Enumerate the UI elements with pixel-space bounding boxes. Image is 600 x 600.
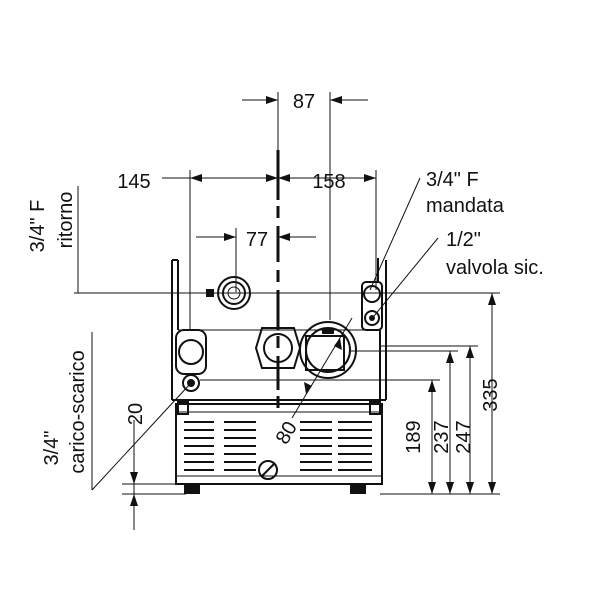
valvola-name-label: valvola sic. <box>446 257 544 279</box>
callout-valvola: 1/2" valvola sic. <box>373 229 544 317</box>
carico-size-label: 3/4" <box>41 431 63 466</box>
dimension-87: 87 <box>242 91 368 320</box>
ritorno-name-label: ritorno <box>55 192 77 249</box>
dim-145-label: 145 <box>117 171 150 193</box>
vent-grille-3 <box>300 421 332 471</box>
dimension-77: 77 <box>196 228 316 292</box>
vent-grille-2 <box>224 421 256 471</box>
vent-grilles <box>184 421 372 480</box>
center-fitting-icon <box>254 327 302 369</box>
ritorno-size-label: 3/4" F <box>27 200 49 253</box>
vent-grille-4 <box>338 421 372 471</box>
mandata-name-label: mandata <box>426 195 505 217</box>
dimension-80: 80 <box>272 317 353 448</box>
left-pipe-icon <box>175 329 207 375</box>
carico-name-label: carico-scarico <box>67 350 89 473</box>
dimension-247: 247 <box>380 345 478 494</box>
vent-grille-1 <box>184 421 214 471</box>
dimension-189: 189 <box>200 379 440 494</box>
dimension-237: 237 <box>350 350 458 494</box>
dim-189-label: 189 <box>403 420 425 453</box>
dim-80-label: 80 <box>272 418 302 448</box>
callout-ritorno: 3/4" F ritorno <box>27 186 79 293</box>
dim-247-label: 247 <box>453 420 475 453</box>
dim-87-label: 87 <box>293 91 315 113</box>
dimension-145: 145 <box>117 170 278 330</box>
dimension-158: 158 <box>278 170 377 290</box>
dimension-335: 335 <box>74 292 502 494</box>
callout-carico: 3/4" carico-scarico <box>41 332 191 491</box>
callout-mandata: 3/4" F mandata <box>369 169 505 291</box>
dim-335-label: 335 <box>480 378 502 411</box>
dim-237-label: 237 <box>431 420 453 453</box>
flue-fitting-icon <box>299 321 357 379</box>
valvola-size-label: 1/2" <box>446 229 481 251</box>
dim-20-label: 20 <box>125 403 147 425</box>
mandata-size-label: 3/4" F <box>426 169 479 191</box>
dimension-20: 20 <box>122 403 186 530</box>
dim-77-label: 77 <box>246 229 268 251</box>
dim-158-label: 158 <box>312 171 345 193</box>
grille-knob-icon <box>258 460 278 480</box>
